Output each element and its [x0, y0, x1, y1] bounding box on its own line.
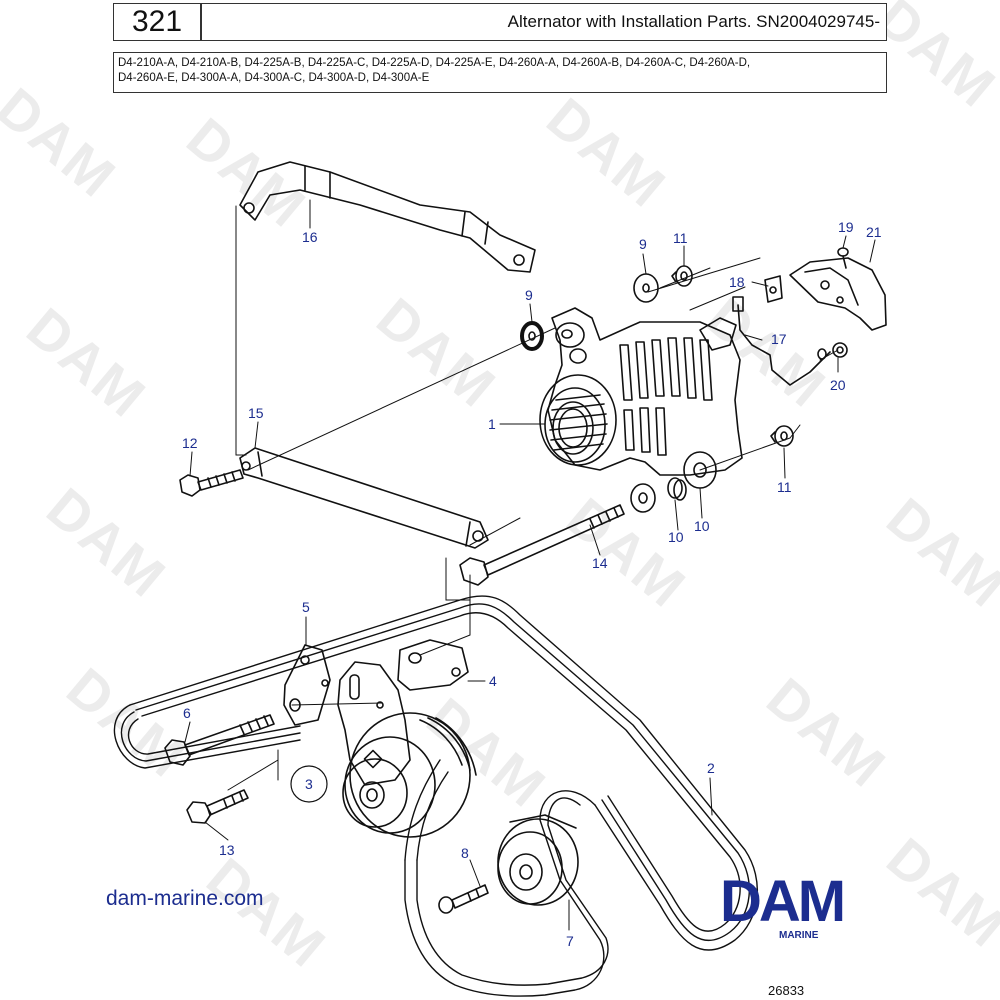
site-url-link[interactable]: dam-marine.com [106, 887, 264, 910]
alternator [539, 307, 743, 513]
bracket-5 [283, 644, 331, 726]
callout-6: 6 [183, 705, 191, 721]
tensioner-pulley-3 [342, 712, 477, 838]
page-title: Alternator with Installation Parts. SN20… [201, 3, 887, 41]
page-number: 321 [113, 3, 201, 41]
callout-5: 5 [302, 599, 310, 615]
brand-subtitle: MARINE [779, 930, 819, 941]
cable-17 [732, 296, 831, 386]
brand-logo-text: DAM [720, 873, 843, 934]
callout-18: 18 [729, 274, 745, 290]
callout-7: 7 [566, 933, 574, 949]
dam-logo: DAM [720, 873, 846, 934]
callout-16: 16 [302, 229, 318, 245]
callout-9-upper: 9 [639, 236, 647, 252]
upper-support-bracket [239, 161, 536, 273]
callout-3: 3 [305, 776, 313, 792]
callout-19: 19 [838, 219, 854, 235]
bolt-8 [438, 884, 489, 914]
drawing-number: 26833 [768, 983, 805, 998]
long-bolt-14 [459, 504, 625, 586]
cover-21 [789, 257, 887, 331]
callout-20: 20 [830, 377, 846, 393]
nut-20 [817, 342, 848, 360]
callout-10-right: 10 [694, 518, 710, 534]
callout-17: 17 [771, 331, 787, 347]
callout-4: 4 [489, 673, 497, 689]
callout-11-lower: 11 [777, 479, 792, 495]
model-list-line-2: D4-260A-E, D4-300A-A, D4-300A-C, D4-300A… [118, 72, 430, 84]
nut-11-lower [770, 425, 794, 447]
callout-12: 12 [182, 435, 198, 451]
callout-leaders [184, 199, 876, 931]
spacer-10 [667, 477, 683, 499]
bolt-6 [164, 714, 275, 766]
callout-circle-3 [290, 765, 328, 803]
bolt-12 [179, 469, 244, 497]
callout-1: 1 [488, 416, 496, 432]
callout-21: 21 [866, 224, 882, 240]
callout-14: 14 [592, 555, 608, 571]
callout-2: 2 [707, 760, 715, 776]
washer-9-upper [633, 273, 659, 303]
callout-9-lower: 9 [525, 287, 533, 303]
idler-pulley-7 [497, 814, 579, 906]
callout-8: 8 [461, 845, 469, 861]
drive-belt-2 [113, 595, 758, 997]
tensioner-bracket-4 [337, 639, 469, 786]
model-list-line-1: D4-210A-A, D4-210A-B, D4-225A-B, D4-225A… [118, 57, 751, 69]
model-list: D4-210A-A, D4-210A-B, D4-225A-B, D4-225A… [113, 52, 887, 93]
callout-13: 13 [219, 842, 235, 858]
washer-9-lower [520, 321, 544, 351]
callout-11-upper: 11 [673, 230, 688, 246]
callout-15: 15 [248, 405, 264, 421]
adjusting-arm [239, 447, 489, 549]
bolt-13 [186, 789, 249, 824]
connector-18 [764, 275, 783, 303]
callout-10-left: 10 [668, 529, 684, 545]
